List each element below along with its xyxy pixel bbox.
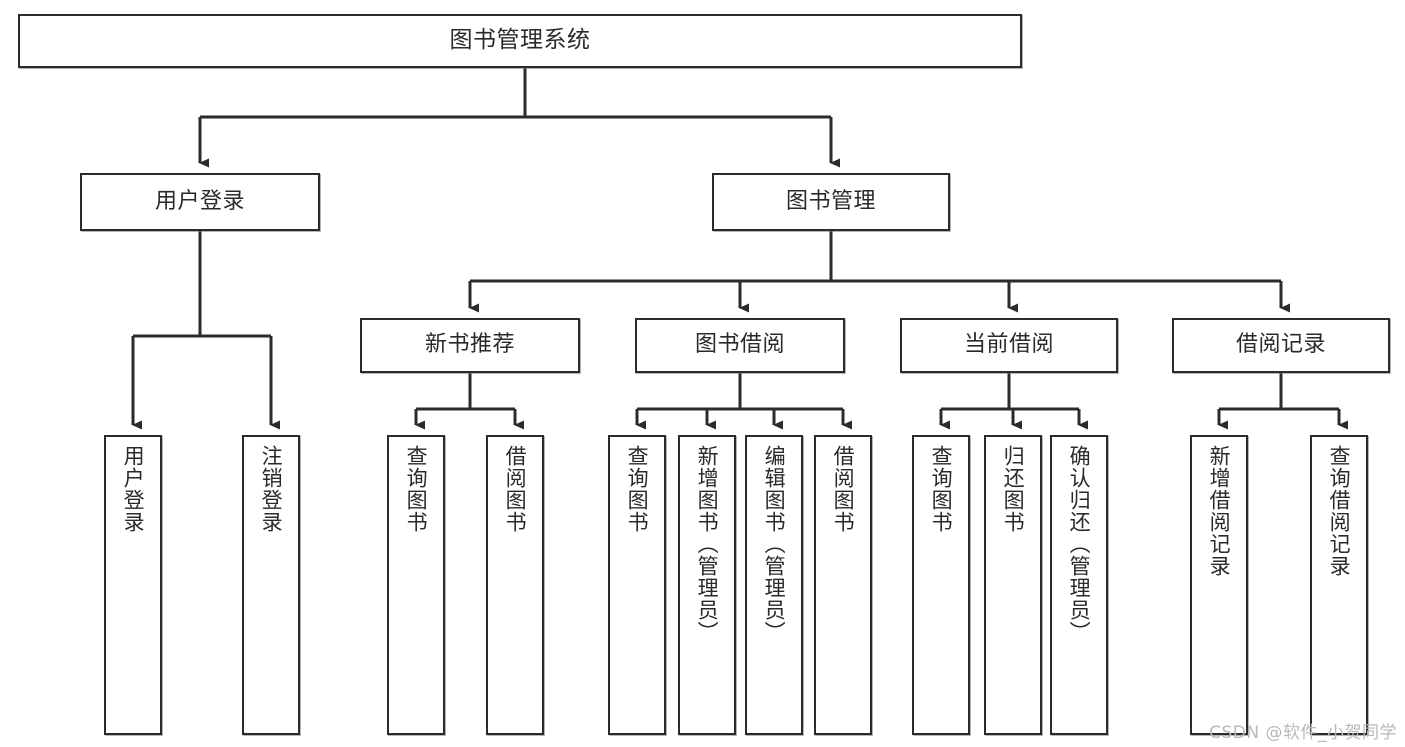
leaf-query-book-1[interactable]: 查询图书 [387,435,445,735]
leaf-label: 借阅图书 [503,445,528,533]
edges-current-borrow [939,373,1088,430]
leaf-confirm-return-admin[interactable]: 确认归还（管理员） [1050,435,1108,735]
leaf-label: 确认归还（管理员） [1067,445,1092,643]
leaf-label: 编辑图书（管理员） [762,445,787,643]
node-label: 新书推荐 [424,332,515,358]
node-root-system[interactable]: 图书管理系统 [18,14,1022,68]
leaf-query-book-2[interactable]: 查询图书 [608,435,666,735]
leaf-return-book[interactable]: 归还图书 [984,435,1042,735]
edges-borrow-record [1217,373,1348,430]
leaf-label: 借阅图书 [831,445,856,533]
node-borrow-record[interactable]: 借阅记录 [1172,318,1390,373]
edges-new-book-rec [414,373,524,430]
leaf-edit-book-admin[interactable]: 编辑图书（管理员） [745,435,803,735]
node-current-borrow[interactable]: 当前借阅 [900,318,1118,373]
node-book-manage[interactable]: 图书管理 [712,173,950,231]
leaf-label: 新增图书（管理员） [695,445,720,643]
node-user-login[interactable]: 用户登录 [80,173,320,231]
leaf-label: 新增借阅记录 [1207,445,1232,577]
node-label: 用户登录 [154,188,245,214]
leaf-borrow-book-2[interactable]: 借阅图书 [814,435,872,735]
leaf-borrow-book-1[interactable]: 借阅图书 [486,435,544,735]
node-label: 当前借阅 [963,332,1054,358]
leaf-label: 查询借阅记录 [1327,445,1352,577]
leaf-label: 查询图书 [625,445,650,533]
leaf-label: 查询图书 [929,445,954,533]
node-label: 图书借阅 [694,332,785,358]
csdn-watermark: CSDN @软件_小贺同学 [1209,723,1397,743]
leaf-label: 注销登录 [259,445,284,533]
leaf-label: 用户登录 [121,445,146,533]
leaf-label: 查询图书 [404,445,429,533]
edges-book-manage [468,231,1290,313]
node-book-borrow[interactable]: 图书借阅 [635,318,845,373]
edges-root [198,68,840,168]
leaf-query-book-3[interactable]: 查询图书 [912,435,970,735]
leaf-query-borrow-record[interactable]: 查询借阅记录 [1310,435,1368,735]
edges-user-login [131,231,280,430]
edges-book-borrow [635,373,852,430]
node-label: 图书管理 [785,188,876,214]
leaf-add-book-admin[interactable]: 新增图书（管理员） [678,435,736,735]
node-label: 借阅记录 [1235,332,1326,358]
leaf-logout[interactable]: 注销登录 [242,435,300,735]
node-new-book-rec[interactable]: 新书推荐 [360,318,580,373]
leaf-add-borrow-record[interactable]: 新增借阅记录 [1190,435,1248,735]
node-label: 图书管理系统 [449,27,591,54]
leaf-user-login[interactable]: 用户登录 [104,435,162,735]
leaf-label: 归还图书 [1001,445,1026,533]
